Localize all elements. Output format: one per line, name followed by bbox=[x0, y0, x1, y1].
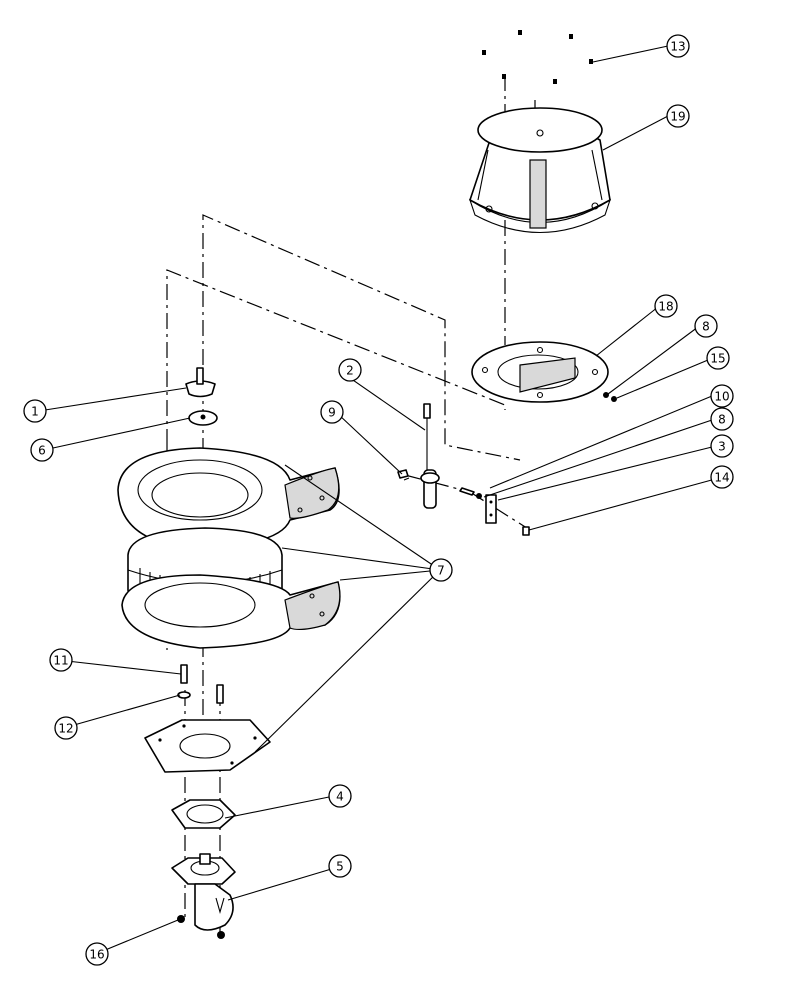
sensor-probe bbox=[420, 403, 440, 509]
callout-2: 2 bbox=[338, 358, 362, 382]
callout-15: 15 bbox=[706, 346, 730, 370]
callout-label: 5 bbox=[336, 860, 344, 874]
callout-1: 1 bbox=[23, 399, 47, 423]
callout-8-lower: 8 bbox=[710, 407, 734, 431]
callout-12: 12 bbox=[54, 716, 78, 740]
blower-housing bbox=[117, 447, 341, 649]
callout-label: 14 bbox=[714, 471, 729, 485]
callout-14: 14 bbox=[710, 465, 734, 489]
callout-4: 4 bbox=[328, 784, 352, 808]
callout-label: 4 bbox=[336, 790, 344, 804]
motor-plate bbox=[144, 719, 271, 773]
callout-5: 5 bbox=[328, 854, 352, 878]
leader-lines bbox=[44, 45, 720, 954]
callout-label: 8 bbox=[702, 320, 710, 334]
cover-housing bbox=[468, 107, 612, 234]
callout-label: 2 bbox=[346, 364, 354, 378]
callout-7: 7 bbox=[429, 558, 453, 582]
gasket bbox=[171, 799, 236, 829]
callout-label: 1 bbox=[31, 405, 39, 419]
callout-11: 11 bbox=[49, 648, 73, 672]
callout-bubbles: 1 2 3 4 5 6 7 8 bbox=[23, 34, 734, 966]
bracket-hardware bbox=[459, 487, 530, 536]
callout-6: 6 bbox=[30, 438, 54, 462]
callout-label: 10 bbox=[714, 390, 729, 404]
callout-10: 10 bbox=[710, 384, 734, 408]
callout-label: 9 bbox=[328, 406, 336, 420]
callout-label: 8 bbox=[718, 413, 726, 427]
callout-label: 19 bbox=[670, 110, 685, 124]
hardware-right bbox=[603, 392, 617, 402]
callout-3: 3 bbox=[710, 434, 734, 458]
callout-label: 13 bbox=[670, 40, 685, 54]
callout-label: 6 bbox=[38, 444, 46, 458]
callout-label: 11 bbox=[53, 654, 68, 668]
callout-label: 16 bbox=[89, 948, 104, 962]
callout-label: 3 bbox=[718, 440, 726, 454]
callout-19: 19 bbox=[666, 104, 690, 128]
motor-elbow bbox=[171, 853, 236, 931]
mounting-plate bbox=[471, 341, 609, 403]
callout-label: 15 bbox=[710, 352, 725, 366]
callout-9: 9 bbox=[320, 400, 344, 424]
callout-label: 18 bbox=[658, 300, 673, 314]
callout-8-upper: 8 bbox=[694, 314, 718, 338]
callout-18: 18 bbox=[654, 294, 678, 318]
bolts-washers bbox=[177, 664, 224, 704]
cover-screws bbox=[482, 30, 593, 84]
callout-label: 7 bbox=[437, 564, 445, 578]
callout-13: 13 bbox=[666, 34, 690, 58]
callout-label: 12 bbox=[58, 722, 73, 736]
callout-16: 16 bbox=[85, 942, 109, 966]
hub-cap bbox=[185, 367, 218, 426]
nuts-bottom bbox=[177, 915, 225, 939]
